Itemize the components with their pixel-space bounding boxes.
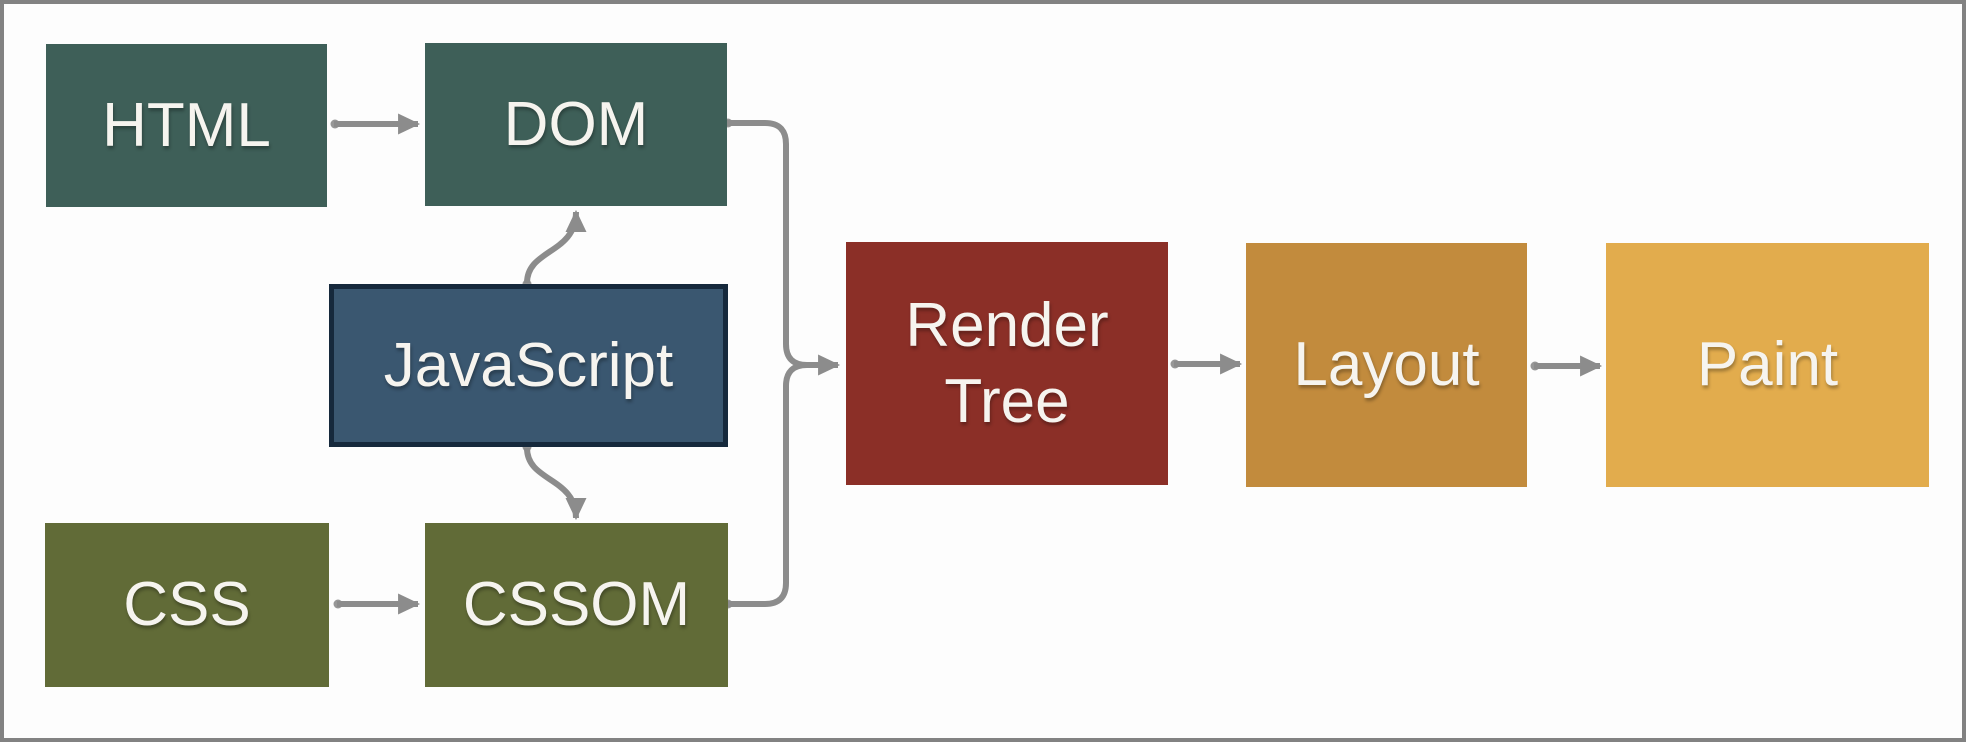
node-layout: Layout: [1246, 243, 1527, 487]
edge-dom-to-render-tree: [727, 120, 841, 376]
node-html: HTML: [46, 44, 327, 207]
node-css-label: CSS: [123, 570, 251, 640]
edge-cssom-to-render-tree: [727, 362, 808, 607]
node-render-tree: Render Tree: [846, 242, 1168, 485]
node-css: CSS: [45, 523, 329, 687]
node-render-tree-label: Render Tree: [905, 290, 1109, 436]
node-paint-label: Paint: [1696, 330, 1839, 400]
edge-javascript-to-cssom: [524, 447, 587, 521]
node-html-label: HTML: [102, 90, 271, 160]
node-cssom: CSSOM: [425, 523, 728, 687]
node-layout-label: Layout: [1293, 330, 1480, 400]
edge-javascript-to-dom: [524, 209, 587, 284]
node-javascript: JavaScript: [329, 284, 728, 447]
node-dom-label: DOM: [503, 89, 649, 159]
node-javascript-label: JavaScript: [383, 330, 674, 400]
node-paint: Paint: [1606, 243, 1929, 487]
node-cssom-label: CSSOM: [462, 570, 691, 640]
node-dom: DOM: [425, 43, 727, 206]
